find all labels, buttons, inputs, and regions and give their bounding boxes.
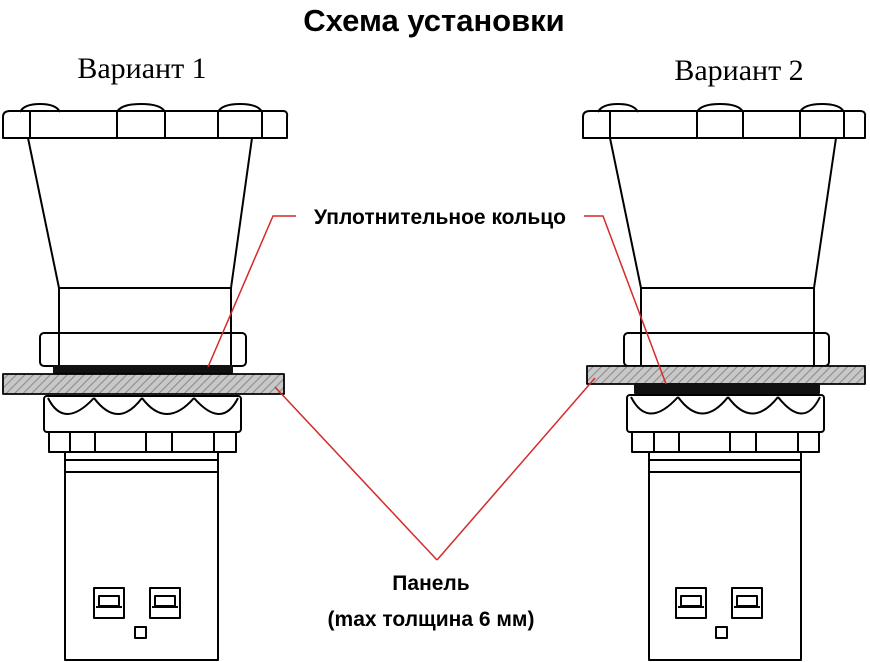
panel-label: Панель [392, 572, 469, 595]
contact-block [648, 451, 802, 661]
variant-1-label: Вариант 1 [77, 52, 206, 85]
seal-ring [53, 365, 233, 375]
conical-stem [609, 137, 837, 289]
diagram-title: Схема установки [303, 3, 565, 38]
panel [2, 373, 285, 395]
panel [586, 365, 866, 385]
variant-1-assembly [2, 103, 289, 661]
seal-ring [634, 383, 820, 394]
collar [623, 332, 830, 367]
seal-leader-right [584, 215, 667, 385]
contact-block [64, 451, 219, 661]
mushroom-cap [2, 103, 289, 139]
variant-2-label: Вариант 2 [674, 54, 803, 87]
panel-leader-left [274, 386, 438, 561]
leader-lines [207, 215, 667, 561]
clamp-nut [43, 395, 242, 453]
seal-leader-left [207, 215, 296, 368]
indicator-window [134, 626, 147, 639]
conical-stem [27, 137, 253, 289]
bushing [640, 287, 815, 334]
mushroom-cap [582, 103, 867, 139]
indicator-window [715, 626, 728, 639]
clamp-nut [626, 394, 825, 453]
variant-2-assembly [582, 103, 867, 661]
bushing [58, 287, 232, 334]
panel-thickness-note: (max толщина 6 мм) [328, 608, 535, 631]
seal-ring-label: Уплотнительное кольцо [314, 206, 566, 229]
panel-leader-right [436, 377, 596, 561]
